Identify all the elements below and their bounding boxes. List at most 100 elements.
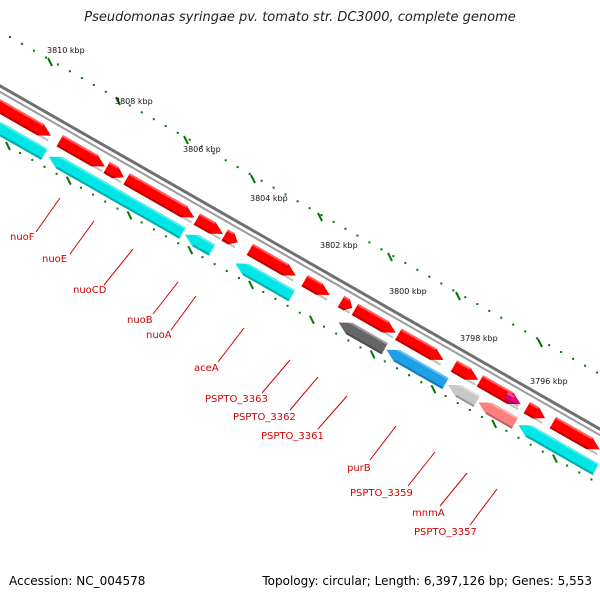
scale-dot <box>152 118 155 121</box>
inner-dot <box>177 242 180 245</box>
gene-body <box>0 122 48 160</box>
inner-dot <box>408 374 411 377</box>
scale-tick <box>183 135 189 145</box>
gene-highlight <box>237 257 296 292</box>
scale-dot <box>212 152 215 155</box>
scale-dot <box>332 220 335 223</box>
scale-tick-label: 3804 kbp <box>250 194 288 203</box>
gene-label-leader <box>35 197 61 233</box>
gene-body <box>450 360 479 380</box>
inner-dot <box>529 443 532 446</box>
gene-highlight <box>0 96 44 126</box>
gene-body <box>338 322 388 355</box>
accession-info: Accession: NC_004578 <box>9 574 146 588</box>
inner-dot <box>43 165 46 168</box>
inner-tick <box>5 141 11 151</box>
gene-shade <box>123 182 193 224</box>
inner-dot <box>335 332 338 335</box>
reverse-gene-arrow <box>0 116 48 160</box>
inner-dot <box>590 478 593 481</box>
gene-body <box>518 425 599 475</box>
reverse-gene-arrow <box>185 228 216 256</box>
scale-dot <box>440 282 443 285</box>
scale-dot <box>500 316 503 319</box>
gene-shade <box>476 384 519 410</box>
gene-label-PSPTO_3362: PSPTO_3362 <box>233 412 296 423</box>
forward-gene-arrow <box>56 135 105 173</box>
scale-tick-label: 3796 kbp <box>530 377 568 386</box>
inner-dot <box>262 290 265 293</box>
forward-gene-arrow <box>523 402 546 424</box>
scale-dot <box>140 111 143 114</box>
inner-tick <box>308 315 315 325</box>
scale-tick <box>250 174 256 184</box>
gene-shade <box>393 359 444 390</box>
inner-dot <box>225 270 228 273</box>
gene-highlight <box>357 303 389 323</box>
scale-tick-label: 3808 kbp <box>115 97 153 106</box>
scale-dot <box>236 166 239 169</box>
inner-tick-marks <box>5 141 593 481</box>
inner-dot <box>31 158 34 161</box>
gene-highlight <box>456 360 472 371</box>
gene-shade <box>301 284 328 301</box>
scale-dot <box>260 179 263 182</box>
scale-tick-label: 3800 kbp <box>389 287 427 296</box>
gene-body <box>56 135 105 167</box>
scale-dot <box>44 56 47 59</box>
gene-body <box>193 213 223 234</box>
backbone-line <box>0 84 600 431</box>
reverse-gene-arrow <box>478 396 519 429</box>
gene-shade <box>193 223 221 240</box>
gene-label-aceA: aceA <box>194 363 219 374</box>
forward-gene-arrow <box>503 392 520 408</box>
scale-dotted-line <box>9 36 599 374</box>
inner-dot <box>541 450 544 453</box>
reverse-gene-arrow <box>235 257 296 302</box>
gene-shade <box>221 238 236 249</box>
scale-dot <box>284 193 287 196</box>
gene-shade <box>455 394 475 408</box>
forward-gene-arrow <box>0 96 52 142</box>
gene-label-leader <box>289 376 319 411</box>
gene-shade <box>337 305 351 314</box>
reverse-gene-arrow <box>448 379 481 408</box>
gene-shade <box>351 313 394 339</box>
gene-shade <box>0 131 43 160</box>
reverse-gene-arrow <box>386 344 449 390</box>
gene-body <box>337 295 353 311</box>
scale-dot <box>308 207 311 210</box>
gene-highlight <box>226 229 235 235</box>
gene-label-PSPTO_3361: PSPTO_3361 <box>261 431 324 442</box>
forward-gene-arrow <box>246 243 296 282</box>
gene-labels: nuoFnuoEnuoCDnuoBnuoAaceAPSPTO_3363PSPTO… <box>10 197 498 538</box>
scale-dot <box>248 172 251 175</box>
gene-label-leader <box>217 327 245 363</box>
gene-label-purB: purB <box>347 463 371 474</box>
inner-dot <box>213 263 216 266</box>
gene-label-mnmA: mnmA <box>412 508 445 519</box>
gene-body <box>523 402 546 419</box>
scale-dot <box>164 125 167 128</box>
gene-shade <box>345 332 383 355</box>
gene-shade <box>55 166 181 239</box>
gene-highlight <box>61 135 98 157</box>
gene-label-nuoF: nuoF <box>10 232 35 243</box>
inner-dot <box>444 395 447 398</box>
gene-shade <box>246 253 294 282</box>
gene-highlight <box>480 396 519 420</box>
inner-dot <box>359 346 362 349</box>
inner-tick <box>369 349 376 359</box>
inner-dot <box>104 200 107 203</box>
inner-dot <box>55 172 58 175</box>
gene-shade <box>450 369 476 386</box>
gene-shade <box>525 435 594 475</box>
scale-dot <box>176 131 179 134</box>
scale-dot <box>428 275 431 278</box>
gene-label-leader <box>69 220 95 255</box>
inner-dot <box>347 339 350 342</box>
gene-body <box>235 263 296 302</box>
forward-gene-arrow <box>395 328 444 366</box>
inner-dot <box>298 311 301 314</box>
